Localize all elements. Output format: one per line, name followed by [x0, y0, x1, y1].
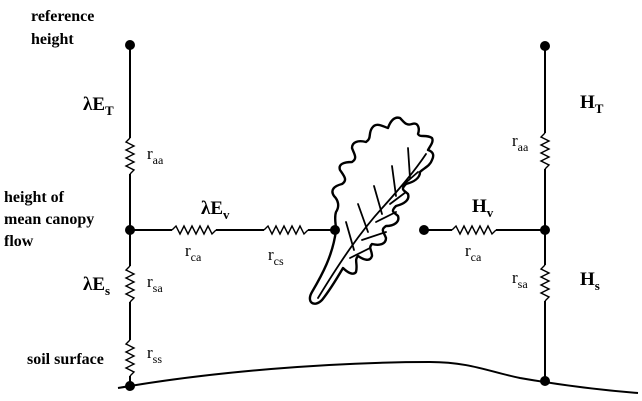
node-left-mid — [125, 225, 135, 235]
resistance-label-rss-left: rss — [147, 343, 162, 366]
resistance-label-rca-left: rca — [185, 241, 202, 264]
resistance-label-rca-right: rca — [465, 241, 482, 264]
node-leaf-left — [330, 225, 340, 235]
resistor-rcs — [263, 224, 309, 236]
node-right-top — [540, 41, 550, 51]
flux-latent-soil: λEs — [83, 274, 110, 298]
flux-sensible-total: HT — [580, 92, 604, 116]
node-leaf-right — [419, 225, 429, 235]
resistor-rca-right — [451, 224, 497, 236]
resistance-label-raa-left: raa — [147, 144, 164, 167]
label-canopy-line2: mean canopy — [4, 211, 94, 228]
resistance-label-rsa-left: rsa — [147, 272, 163, 295]
resistance-label-rcs: rcs — [268, 245, 284, 268]
label-reference-line2: height — [31, 31, 74, 48]
resistance-label-rsa-right: rsa — [512, 268, 528, 291]
flux-sensible-veg: Hv — [472, 196, 494, 220]
flux-latent-total: λET — [83, 94, 114, 118]
label-canopy-line1: height of — [4, 189, 65, 206]
label-canopy-line3: flow — [4, 233, 34, 250]
label-soil-surface: soil surface — [27, 351, 104, 368]
node-left-top — [125, 40, 135, 50]
leaf-icon — [308, 116, 435, 305]
resistance-label-raa-right: raa — [512, 131, 529, 154]
label-reference-line1: reference — [31, 8, 94, 25]
node-right-mid — [540, 225, 550, 235]
resistor-rss-left — [124, 339, 136, 377]
flux-sensible-soil: Hs — [580, 269, 600, 293]
resistor-rsa-left — [124, 265, 136, 303]
flux-latent-veg: λEv — [201, 198, 230, 222]
soil-surface-line — [117, 360, 639, 394]
resistor-raa-right — [539, 132, 551, 170]
resistor-raa-left — [124, 137, 136, 175]
resistor-rsa-right — [539, 264, 551, 302]
node-right-bottom — [540, 376, 550, 386]
resistor-rca-left — [171, 224, 217, 236]
node-left-bottom — [125, 381, 135, 391]
